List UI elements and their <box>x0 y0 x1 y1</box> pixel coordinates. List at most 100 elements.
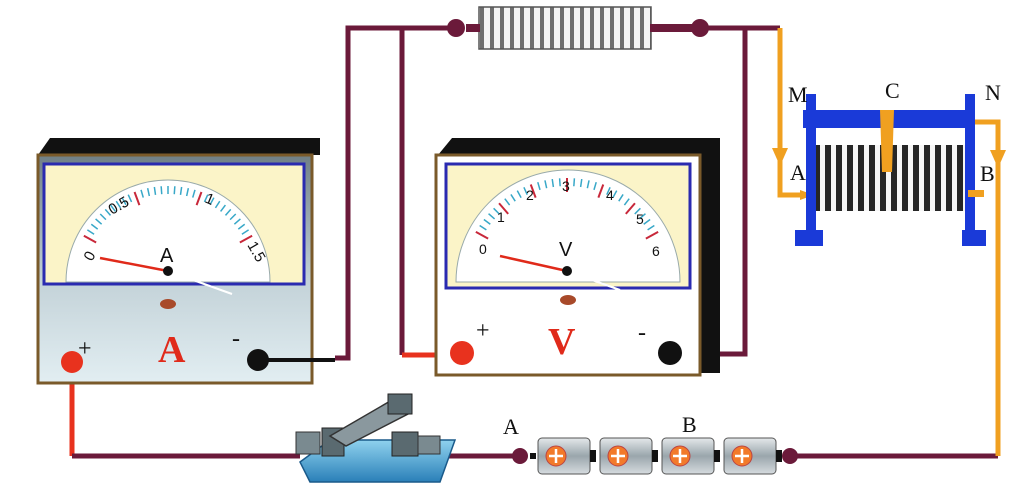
ammeter-minus-terminal[interactable] <box>247 349 269 371</box>
dial-tick <box>153 186 157 195</box>
dial-tick <box>224 208 232 216</box>
voltmeter-plus-terminal[interactable] <box>450 341 474 365</box>
ammeter-ticks <box>83 186 253 244</box>
battery-cell <box>599 437 658 475</box>
knife-switch[interactable] <box>295 393 457 483</box>
dial-tick <box>195 191 203 206</box>
dial-tick <box>537 181 541 191</box>
dial-tick <box>597 184 605 198</box>
switch-right-clip <box>417 435 441 455</box>
dial-tick <box>83 234 97 244</box>
voltmeter-scale-3: 3 <box>562 178 570 194</box>
dial-tick <box>121 197 127 206</box>
battery <box>530 437 785 475</box>
dial-tick <box>146 188 151 197</box>
ammeter-minus-sign: - <box>232 326 240 352</box>
dial-tick <box>237 223 246 230</box>
voltmeter-shadow-side <box>700 138 720 373</box>
voltmeter-shadow <box>438 138 720 155</box>
arrow-down-left <box>772 148 788 166</box>
rheostat-left-post <box>806 94 816 244</box>
battery-label-a: A <box>503 414 519 439</box>
voltmeter: 0 1 2 3 4 5 6 V V + - <box>434 138 720 377</box>
ammeter-letter: A <box>158 329 186 371</box>
dial-tick <box>220 204 227 212</box>
dial-tick <box>192 189 196 198</box>
dial-tick <box>498 202 509 215</box>
rheostat-label-n: N <box>985 80 1001 105</box>
dial-tick <box>90 223 99 230</box>
voltmeter-plus-sign: + <box>476 318 490 344</box>
voltmeter-scale-0: 0 <box>479 241 487 257</box>
dial-tick <box>510 194 516 202</box>
dial-tick <box>638 213 646 220</box>
voltmeter-minus-sign: - <box>638 320 646 346</box>
rheostat-left-foot <box>795 230 823 246</box>
dial-tick <box>558 178 561 187</box>
dial-tick <box>241 229 250 235</box>
dial-tick <box>475 231 489 240</box>
ammeter-dial-arc <box>65 179 271 283</box>
ammeter-dial-symbol: A <box>160 245 174 267</box>
voltmeter-scale-6: 6 <box>652 243 660 259</box>
dial-tick <box>544 180 548 189</box>
dial-tick <box>239 234 253 244</box>
dial-tick <box>99 213 107 221</box>
dial-tick <box>479 224 487 231</box>
dial-tick <box>109 204 116 212</box>
dial-tick <box>160 186 163 195</box>
dial-tick <box>493 207 500 215</box>
voltmeter-scale-1: 1 <box>497 209 505 225</box>
dial-tick <box>606 187 611 195</box>
dial-tick <box>209 197 215 206</box>
voltmeter-scale-4: 4 <box>606 187 614 203</box>
ammeter-adjust-screw <box>160 299 176 309</box>
voltmeter-dial-arc <box>455 169 681 283</box>
dial-tick <box>185 188 190 197</box>
battery-cell <box>537 437 596 475</box>
dial-tick <box>214 200 221 209</box>
dial-tick <box>516 190 522 199</box>
dial-tick <box>612 190 618 199</box>
ammeter-needle <box>99 256 169 273</box>
dial-tick <box>127 194 133 203</box>
voltmeter-dial-symbol: V <box>559 239 573 261</box>
dial-tick <box>645 231 659 240</box>
ammeter-plus-terminal[interactable] <box>61 351 83 373</box>
switch-handle[interactable] <box>387 393 413 415</box>
rheostat-label-a: A <box>790 160 806 185</box>
rheostat-label-m: M <box>788 82 808 107</box>
battery-cell <box>723 437 782 475</box>
rheostat-label-b: B <box>980 161 995 186</box>
dial-tick <box>104 208 112 216</box>
dial-tick <box>203 194 209 203</box>
voltmeter-letter: V <box>548 321 576 363</box>
dial-tick <box>133 191 141 206</box>
dial-tick <box>647 224 655 231</box>
junction-dot <box>512 448 528 464</box>
rheostat-slider[interactable] <box>880 110 894 172</box>
rheostat: M C N A B <box>788 78 1001 246</box>
battery-cell <box>661 437 720 475</box>
dial-tick <box>229 213 237 221</box>
junction-dot <box>447 19 465 37</box>
dial-tick <box>529 184 537 198</box>
ammeter-plus-sign: + <box>78 336 92 362</box>
voltmeter-minus-terminal[interactable] <box>658 341 682 365</box>
junction-dot <box>782 448 798 464</box>
dial-tick <box>625 202 636 215</box>
ammeter-shadow <box>38 138 320 155</box>
ammeter-pivot <box>163 266 173 276</box>
rheostat-right-post <box>965 94 975 244</box>
switch-left-clip <box>295 431 321 455</box>
arrow-down-right <box>990 150 1006 168</box>
dial-tick <box>579 178 583 188</box>
dial-tick <box>523 187 528 195</box>
ammeter-needle-tail <box>167 270 233 295</box>
dial-tick <box>115 200 122 209</box>
voltmeter-scale-2: 2 <box>526 187 534 203</box>
dial-tick <box>573 178 576 187</box>
dial-tick <box>643 218 651 225</box>
dial-tick <box>86 229 95 235</box>
